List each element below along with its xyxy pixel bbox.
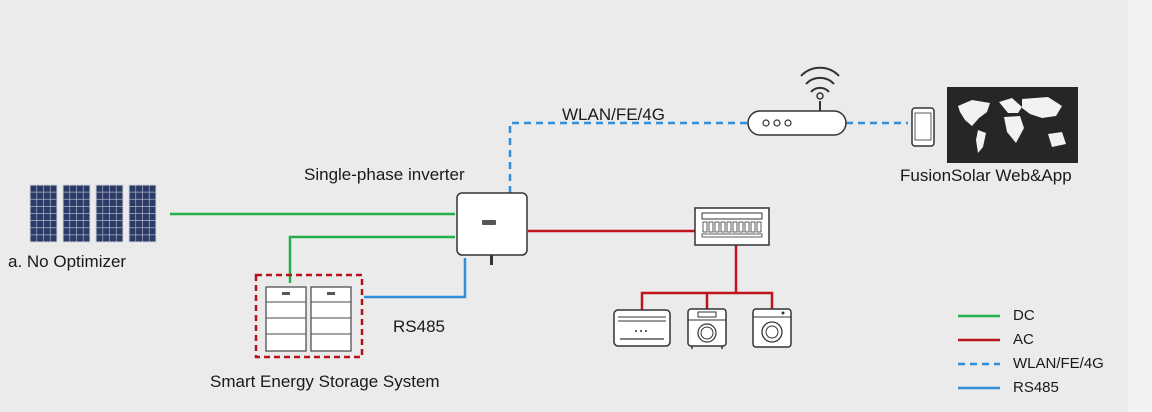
distribution-box (694, 207, 770, 246)
rs485-line (364, 258, 467, 299)
network-label: WLAN/FE/4G (562, 105, 665, 124)
inverter-device (456, 192, 528, 265)
wlan-line-inverter (508, 121, 748, 193)
side-strip (1128, 0, 1152, 412)
dishwasher-icon (687, 308, 727, 349)
legend-label: DC (1013, 307, 1035, 324)
air-conditioner-icon (613, 309, 671, 347)
storage-label: Smart Energy Storage System (210, 372, 440, 391)
legend-label: AC (1013, 331, 1034, 348)
legend (958, 314, 1000, 390)
battery-storage (254, 273, 364, 359)
washing-machine-icon (752, 308, 792, 348)
world-map-screen-icon (947, 87, 1078, 163)
legend-label: WLAN/FE/4G (1013, 355, 1104, 372)
dc-line-battery (288, 235, 455, 283)
rs485-label: RS485 (393, 317, 445, 336)
fusionsolar-label: FusionSolar Web&App (900, 166, 1072, 185)
pv-panels (29, 184, 157, 243)
inverter-label: Single-phase inverter (304, 165, 465, 184)
pv-label: a. No Optimizer (8, 252, 127, 271)
smartphone-icon (911, 107, 935, 147)
router-icon (747, 66, 847, 136)
legend-label: RS485 (1013, 379, 1059, 396)
